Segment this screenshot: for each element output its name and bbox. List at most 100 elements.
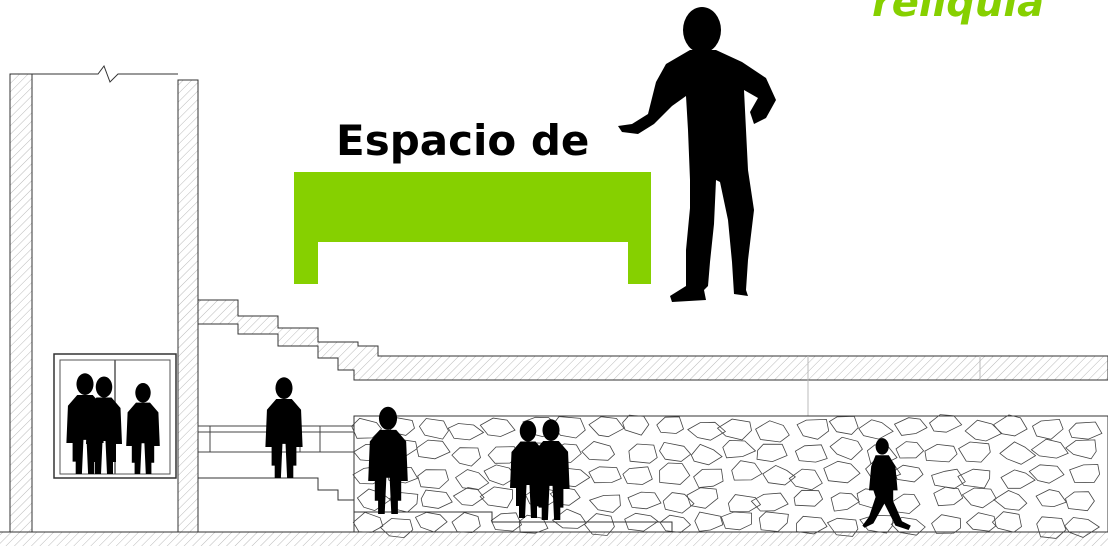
stone (727, 494, 762, 513)
stone (1065, 439, 1097, 460)
stone (588, 466, 622, 484)
relic-space-outline (294, 172, 651, 284)
left-wall (9, 73, 33, 533)
stone (964, 419, 1003, 442)
stone (656, 416, 684, 434)
stone (826, 517, 859, 537)
stone (588, 494, 621, 513)
stone (895, 441, 925, 459)
stone (583, 513, 615, 536)
stone (549, 486, 581, 506)
stone (991, 511, 1022, 533)
stone (686, 487, 719, 509)
stone (788, 468, 823, 491)
upper-slab (197, 299, 1108, 381)
person-4 (265, 377, 303, 478)
figure-body (618, 50, 776, 302)
ground-hatch (0, 532, 1108, 546)
relic-space-label: Espacio de (336, 116, 590, 165)
stone (420, 489, 453, 509)
stone (1036, 516, 1067, 539)
stone (931, 468, 966, 490)
stone (483, 464, 517, 486)
stone (823, 460, 861, 484)
stone (622, 466, 653, 485)
stone (731, 460, 763, 481)
lower-stairs (198, 477, 673, 532)
stone (1069, 464, 1101, 483)
stone (1031, 418, 1064, 440)
stone (1030, 438, 1069, 459)
stone (992, 414, 1028, 437)
stone (351, 417, 383, 439)
stone (893, 417, 928, 436)
stone (479, 417, 516, 437)
stone (687, 421, 727, 441)
stone (858, 419, 894, 440)
stone (1035, 489, 1067, 508)
stone (965, 512, 997, 532)
stone (755, 420, 790, 443)
stone (487, 446, 520, 464)
stone-wall (353, 415, 1108, 533)
stone (828, 415, 859, 435)
stone (417, 469, 449, 489)
stone (830, 492, 860, 512)
stone (352, 511, 384, 533)
stone (933, 486, 964, 507)
stone (999, 441, 1037, 465)
stone-texture (351, 414, 1103, 539)
relic-label: reliquia (872, 0, 1045, 26)
stone (581, 441, 615, 461)
stone (722, 439, 757, 459)
stone (720, 511, 753, 531)
stone (931, 514, 962, 534)
stone (793, 489, 824, 507)
stone (624, 512, 659, 532)
stone (750, 492, 789, 512)
stone (993, 490, 1028, 511)
stone (447, 423, 485, 441)
stone (796, 418, 830, 440)
stone (829, 436, 863, 461)
stone (416, 439, 451, 460)
stone (452, 487, 485, 506)
stone (928, 414, 963, 433)
stone (1000, 469, 1036, 489)
stone (479, 486, 513, 509)
stone (451, 447, 481, 467)
stone (414, 511, 448, 533)
stone (551, 508, 587, 529)
stone (756, 443, 788, 463)
stone (451, 512, 481, 534)
stone (758, 511, 789, 532)
stone (957, 468, 991, 489)
stone (627, 491, 662, 510)
stone (628, 443, 658, 464)
stone (762, 464, 796, 486)
stone (1028, 464, 1065, 484)
stone (622, 414, 650, 436)
break-line (32, 64, 178, 83)
stone (588, 416, 625, 438)
stone (490, 512, 522, 532)
center-column (177, 79, 199, 533)
stone (690, 443, 723, 466)
stone (924, 443, 958, 463)
stone (1068, 421, 1103, 440)
pointing-figure (618, 7, 776, 302)
stone (659, 462, 691, 485)
stone (379, 518, 414, 539)
stone (1064, 517, 1101, 538)
stone (662, 492, 695, 514)
stone (795, 515, 828, 535)
stone (659, 441, 692, 462)
stone (418, 418, 449, 440)
stone (522, 416, 558, 438)
figure-head (683, 7, 721, 53)
stone (693, 468, 724, 488)
stone (890, 516, 926, 536)
stone (1065, 491, 1095, 512)
